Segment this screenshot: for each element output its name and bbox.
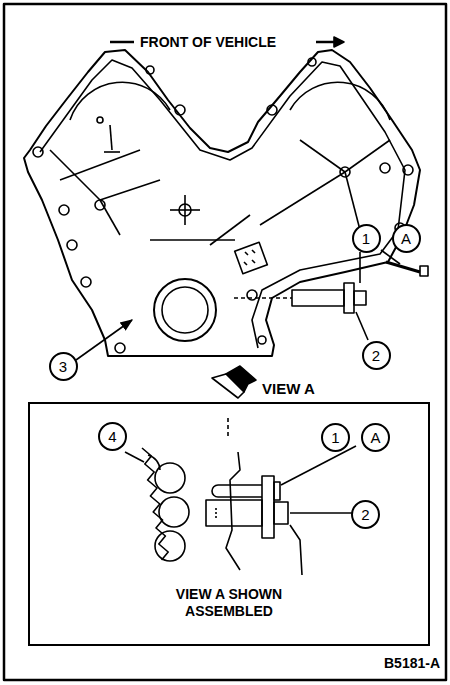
rib — [345, 140, 390, 172]
leader-line — [281, 446, 356, 485]
leader-line — [290, 512, 353, 514]
leader-line — [356, 312, 368, 340]
callout-circle: 1 — [352, 224, 381, 253]
callout-circle: A — [361, 423, 390, 452]
callout-number: 1 — [331, 429, 339, 446]
front-cover-outline — [24, 50, 420, 356]
leader-line — [381, 250, 400, 264]
sensor-bolt — [386, 262, 420, 272]
callout-number: 3 — [59, 358, 67, 375]
callout-number: 4 — [108, 428, 116, 445]
bolt-bosses — [33, 58, 413, 353]
sensor-connector — [274, 502, 288, 524]
rib — [100, 200, 120, 235]
view-label: VIEW A — [262, 380, 315, 397]
title-dash — [110, 41, 134, 44]
cover-inner-rib — [40, 60, 405, 348]
rib — [50, 150, 100, 200]
figure-number: B5181-A — [384, 655, 440, 671]
sensor-bolt — [212, 485, 262, 497]
callout-number: A — [401, 230, 411, 247]
rib — [300, 140, 345, 172]
sensor-connector — [354, 291, 366, 305]
crankshaft-sprocket-rollers — [148, 455, 189, 561]
callout-number: 2 — [372, 347, 380, 364]
callout-circle: 4 — [98, 422, 127, 451]
rib — [260, 172, 345, 225]
callout-number: 2 — [361, 506, 369, 523]
sensor-flange — [344, 283, 354, 313]
sensor-centerline — [234, 297, 292, 299]
view-direction-title: FRONT OF VEHICLE — [140, 34, 276, 50]
rib — [150, 239, 235, 241]
sensor-flange-arm — [359, 252, 361, 283]
rib — [210, 215, 250, 245]
left-cam-cover — [70, 82, 170, 120]
rib — [345, 172, 360, 230]
callout-number: A — [370, 429, 380, 446]
left-cam-mark — [104, 151, 120, 153]
left-cam-mark — [110, 125, 112, 150]
crankshaft-position-sensor — [292, 290, 344, 306]
callout-circle: 1 — [321, 423, 350, 452]
rib — [170, 209, 200, 211]
sensor-boss — [235, 242, 268, 273]
callout-circle: A — [392, 224, 421, 253]
rib — [100, 180, 160, 200]
sensor-flange — [262, 476, 274, 538]
callout-circle: 2 — [351, 500, 380, 529]
crankshaft-seal-bore — [162, 287, 208, 333]
cover-section — [226, 452, 240, 570]
callout-circle: 2 — [362, 341, 391, 370]
right-cam-cover — [290, 82, 390, 120]
leader-line — [125, 452, 144, 462]
sensor-bolt-head — [274, 482, 280, 500]
crankshaft-seal — [154, 279, 216, 341]
sensor-bolt-head — [420, 266, 428, 276]
cover-edge — [227, 418, 229, 436]
title-arrowhead — [334, 37, 344, 47]
sensor-tip — [215, 508, 217, 518]
cover-section — [290, 525, 302, 575]
callout-circle: 3 — [49, 352, 78, 381]
view-arrow-side — [212, 374, 244, 398]
leader-line — [76, 320, 132, 360]
inset-caption: VIEW A SHOWN ASSEMBLED — [167, 586, 291, 620]
callout-number: 1 — [362, 230, 370, 247]
view-a-inset: VIEW A SHOWN ASSEMBLED 4 1 A 2 — [28, 402, 430, 646]
figure-frame — [4, 4, 446, 680]
rib — [60, 150, 140, 180]
sensor-boss-detail — [244, 250, 255, 265]
crankshaft-position-sensor — [206, 500, 262, 526]
